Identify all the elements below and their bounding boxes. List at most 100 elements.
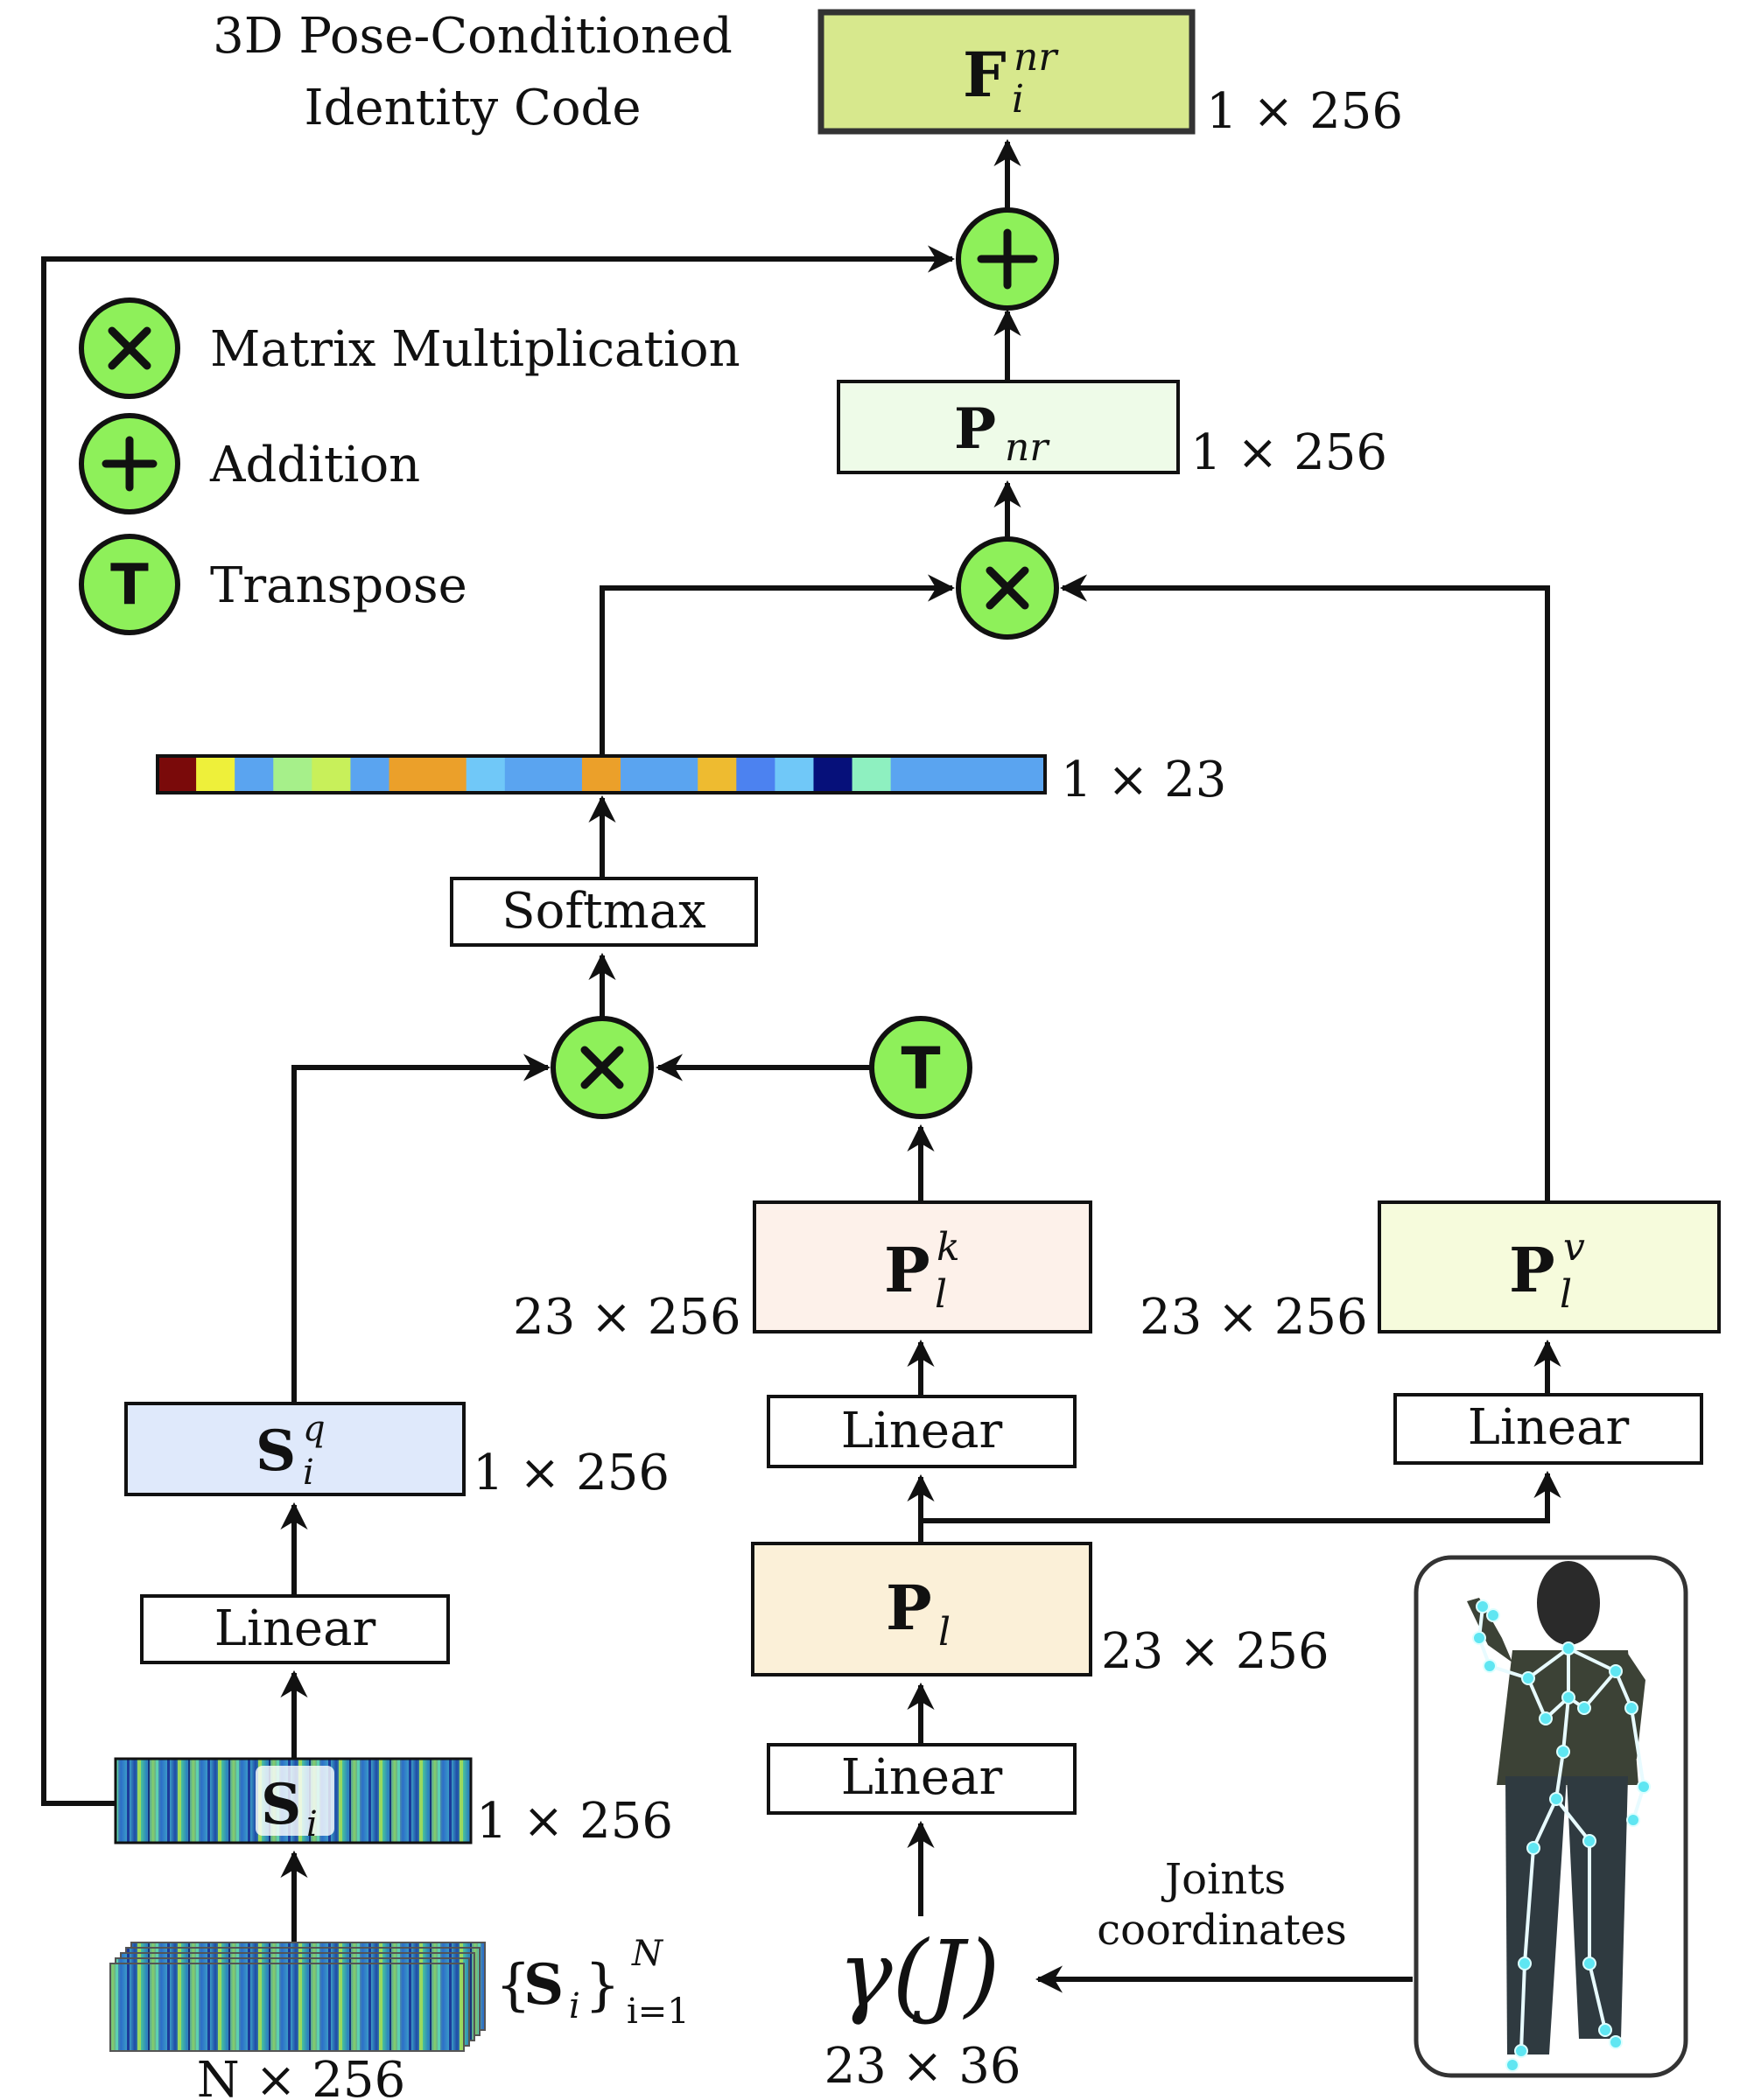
query-block: S q i — [124, 1402, 466, 1496]
pnr-block: P nr — [837, 380, 1180, 474]
pose-symbol: P — [886, 1572, 932, 1644]
svg-text:i: i — [569, 1986, 580, 2026]
arrow-query-to-matmul — [291, 1054, 551, 1404]
attention-cell — [312, 756, 352, 793]
key-sub: l — [935, 1272, 947, 1317]
attention-cell — [890, 756, 930, 793]
linear-query-label: Linear — [214, 1600, 376, 1657]
pose-sub: l — [938, 1610, 951, 1655]
linear-pose-label: Linear — [841, 1749, 1003, 1806]
identity-feature-set-label: { S i } N i=1 — [495, 1934, 690, 2032]
arrow-value-to-matmul — [1059, 574, 1550, 1202]
linear-query-block: Linear — [140, 1594, 450, 1664]
value-block: P v l — [1378, 1200, 1721, 1334]
legend-matmul-icon — [79, 298, 180, 399]
attention-cell — [543, 756, 583, 793]
identity-feature-dim: 1 × 256 — [476, 1793, 673, 1850]
attention-cell — [967, 756, 1007, 793]
legend-matmul-label: Matrix Multiplication — [210, 321, 740, 378]
query-sup: q — [303, 1409, 326, 1449]
attention-cell — [389, 756, 429, 793]
identity-code-sup: nr — [1014, 35, 1059, 80]
positional-encoding: γ(J) — [838, 1921, 1000, 2027]
attention-cell — [775, 756, 815, 793]
legend-transpose-label: Transpose — [210, 557, 467, 614]
identity-feature-sub: i — [306, 1804, 318, 1844]
attention-cell — [736, 756, 775, 793]
matmul-operator-middle — [551, 1016, 654, 1119]
svg-text:T: T — [901, 1035, 940, 1102]
attention-cell — [350, 756, 390, 793]
joints-label-line-2: coordinates — [1097, 1906, 1347, 1955]
identity-feature-symbol: S — [261, 1772, 301, 1838]
query-sub: i — [303, 1452, 314, 1493]
attention-cell — [196, 756, 235, 793]
attention-cell — [621, 756, 660, 793]
attention-cell — [929, 756, 969, 793]
key-dim: 23 × 256 — [513, 1289, 741, 1346]
svg-text:T: T — [110, 553, 149, 618]
matmul-operator-top — [956, 536, 1059, 640]
human-skeleton-image — [1414, 1555, 1688, 2078]
query-dim: 1 × 256 — [473, 1445, 670, 1502]
arrow-pl-to-linear-value — [921, 1470, 1561, 1523]
svg-text:}: } — [585, 1953, 621, 2018]
pose-block: P l — [751, 1542, 1092, 1676]
attention-cell — [504, 756, 544, 793]
key-sup: k — [937, 1225, 960, 1270]
svg-text:i=1: i=1 — [627, 1992, 690, 2032]
attention-cell — [813, 756, 853, 793]
arrow-skip-connection — [41, 245, 956, 1806]
identity-feature-set-dim: N × 256 — [197, 2052, 405, 2100]
legend: Matrix Multiplication Addition T Transpo… — [79, 298, 740, 635]
attention-cell — [659, 756, 698, 793]
svg-text:N: N — [631, 1934, 664, 1974]
key-symbol: P — [884, 1234, 930, 1306]
attention-cell — [273, 756, 312, 793]
positional-encoding-dim: 23 × 36 — [824, 2038, 1021, 2095]
addition-operator — [956, 207, 1059, 311]
joints-label-line-1: Joints — [1161, 1855, 1286, 1904]
attention-cell — [427, 756, 467, 793]
title-line-2: Identity Code — [304, 80, 641, 136]
transpose-operator: T — [869, 1016, 972, 1119]
attention-cell — [581, 756, 621, 793]
attention-bar-border — [156, 754, 1047, 794]
svg-text:{: { — [495, 1953, 531, 2018]
softmax-label: Softmax — [502, 883, 705, 940]
pnr-symbol: P — [954, 396, 996, 462]
linear-value-block: Linear — [1393, 1393, 1703, 1465]
pose-dim: 23 × 256 — [1101, 1623, 1330, 1680]
linear-pose-block: Linear — [767, 1743, 1077, 1815]
legend-addition-label: Addition — [209, 437, 420, 494]
svg-text:S: S — [523, 1952, 564, 2018]
linear-key-block: Linear — [767, 1395, 1077, 1468]
identity-code-sub: i — [1012, 77, 1024, 122]
identity-code-block: F nr i — [817, 9, 1196, 135]
attention-weights-bar — [156, 754, 1047, 794]
softmax-block: Softmax — [450, 877, 758, 947]
value-sup: v — [1563, 1225, 1585, 1270]
attention-cell — [698, 756, 737, 793]
attention-cell — [1006, 756, 1046, 793]
value-sub: l — [1560, 1272, 1572, 1317]
key-block: P k l — [753, 1200, 1092, 1334]
identity-feature-block: S i — [114, 1757, 473, 1844]
arrow-attention-to-matmul — [600, 574, 956, 756]
linear-value-label: Linear — [1468, 1399, 1630, 1456]
legend-transpose-icon: T — [79, 534, 180, 635]
value-dim: 23 × 256 — [1140, 1289, 1368, 1346]
query-symbol: S — [256, 1418, 296, 1484]
pnr-dim: 1 × 256 — [1190, 424, 1387, 481]
attention-cell — [158, 756, 197, 793]
title: 3D Pose-Conditioned Identity Code — [213, 8, 733, 136]
pnr-sub: nr — [1005, 425, 1050, 470]
identity-code-dim: 1 × 256 — [1206, 83, 1403, 140]
linear-key-label: Linear — [841, 1403, 1003, 1460]
title-line-1: 3D Pose-Conditioned — [213, 8, 733, 65]
attention-cell — [852, 756, 892, 793]
attention-cell — [235, 756, 274, 793]
identity-feature-set — [109, 1942, 486, 2052]
value-symbol: P — [1509, 1234, 1555, 1306]
